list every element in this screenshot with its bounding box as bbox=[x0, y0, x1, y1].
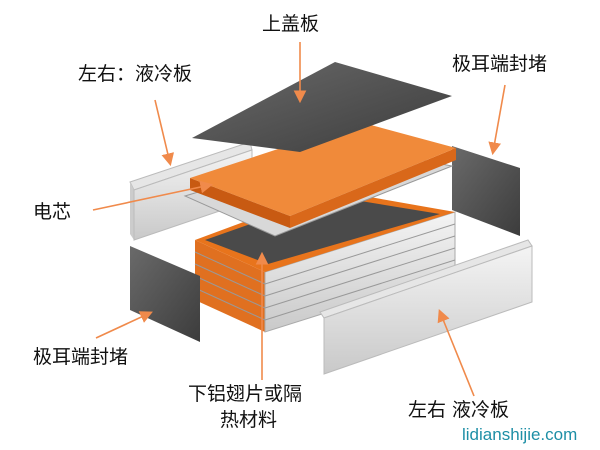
label-side-cold-plate-top: 左右：液冷板 bbox=[78, 63, 193, 85]
arrows bbox=[92, 42, 506, 397]
left-end-cap bbox=[130, 246, 200, 342]
cell-stack bbox=[194, 190, 456, 333]
label-cell: 电芯 bbox=[33, 201, 72, 223]
label-tab-end-cap-top: 极耳端封堵 bbox=[452, 53, 548, 75]
top-cover bbox=[192, 62, 452, 152]
right-end-cap bbox=[452, 146, 520, 236]
label-tab-end-cap-bottom: 极耳端封堵 bbox=[33, 346, 129, 368]
orange-plate bbox=[190, 122, 456, 228]
label-bottom-fin-2: 热材料 bbox=[220, 409, 278, 431]
label-bottom-fin-1: 下铝翅片或隔 bbox=[188, 383, 303, 405]
label-side-cold-plate-bottom: 左右 液冷板 bbox=[408, 399, 510, 421]
watermark: lidianshijie.com bbox=[462, 425, 578, 444]
label-top-cover: 上盖板 bbox=[262, 13, 320, 35]
right-cold-plate bbox=[319, 239, 533, 375]
